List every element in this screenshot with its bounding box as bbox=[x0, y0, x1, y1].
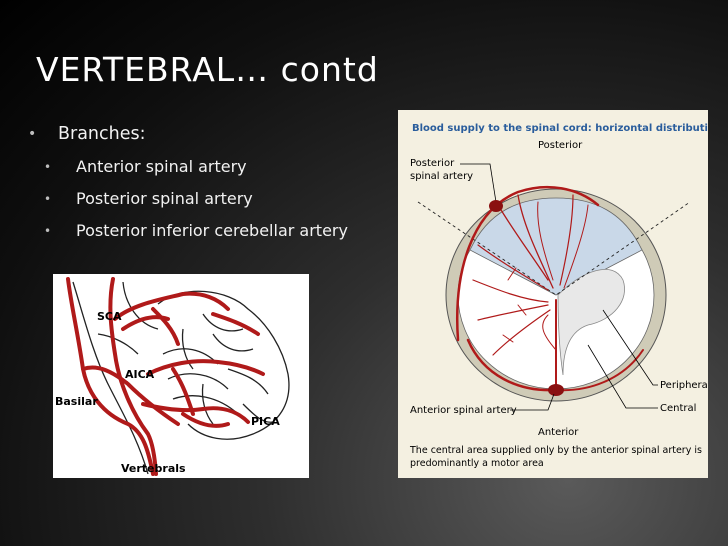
label-aica: AICA bbox=[125, 368, 155, 381]
zone-divider bbox=[417, 201, 691, 296]
label-anterior: Anterior bbox=[538, 427, 579, 438]
bullet-text: Posterior inferior cerebellar artery bbox=[76, 221, 348, 240]
slide-title: VERTEBRAL… contd bbox=[36, 50, 379, 89]
spinal-cord-blood-supply-figure: Blood supply to the spinal cord: horizon… bbox=[398, 110, 722, 478]
bullet-posterior-spinal: • Posterior spinal artery bbox=[28, 188, 348, 210]
leader-posterior-spinal bbox=[460, 163, 497, 203]
bullet-anterior-spinal: • Anterior spinal artery bbox=[28, 156, 348, 178]
brain-outline bbox=[72, 281, 290, 475]
bullet-text: Branches: bbox=[58, 124, 146, 144]
label-pica: PICA bbox=[251, 415, 280, 428]
bullet-branches: • Branches: bbox=[28, 122, 348, 146]
grey-matter bbox=[557, 269, 625, 376]
bullet-text: Anterior spinal artery bbox=[76, 157, 247, 176]
bullet-dot: • bbox=[44, 160, 52, 174]
label-posterior: Posterior bbox=[538, 140, 583, 151]
bullet-dot: • bbox=[28, 126, 37, 142]
label-posterior-spinal-artery-2: spinal artery bbox=[410, 171, 473, 182]
label-sca: SCA bbox=[97, 310, 122, 323]
cerebellar-arteries-figure: SCA AICA Basilar PICA Vertebrals bbox=[53, 274, 309, 478]
bullet-dot: • bbox=[44, 224, 52, 238]
anterior-spinal-artery-node bbox=[548, 384, 564, 396]
label-vertebrals: Vertebrals bbox=[121, 462, 186, 475]
leader-central bbox=[587, 344, 658, 409]
label-central: Central bbox=[660, 403, 696, 414]
cord-arteries bbox=[456, 185, 644, 392]
bullet-list: • Branches: • Anterior spinal artery • Post… bbox=[28, 122, 348, 242]
label-basilar: Basilar bbox=[55, 395, 98, 408]
leader-anterior-spinal bbox=[510, 393, 555, 411]
figure-title: Blood supply to the spinal cord: horizon… bbox=[412, 123, 708, 134]
leader-peripheral bbox=[602, 309, 658, 386]
posterior-spinal-artery-node bbox=[489, 200, 503, 212]
cerebellar-arteries-drawing: SCA AICA Basilar PICA Vertebrals bbox=[55, 277, 290, 476]
label-peripheral: Peripheral bbox=[660, 380, 708, 391]
artery-paths bbox=[66, 277, 265, 476]
bullet-pica: • Posterior inferior cerebellar artery bbox=[28, 220, 348, 242]
caption-line-2: predominantly a motor area bbox=[410, 458, 544, 469]
bullet-text: Posterior spinal artery bbox=[76, 189, 253, 208]
label-anterior-spinal-artery: Anterior spinal artery bbox=[410, 405, 517, 416]
label-posterior-spinal-artery-1: Posterior bbox=[410, 158, 455, 169]
spinal-cord-drawing: Blood supply to the spinal cord: horizon… bbox=[409, 123, 722, 469]
bullet-dot: • bbox=[44, 192, 52, 206]
caption-line-1: The central area supplied only by the an… bbox=[409, 445, 702, 456]
